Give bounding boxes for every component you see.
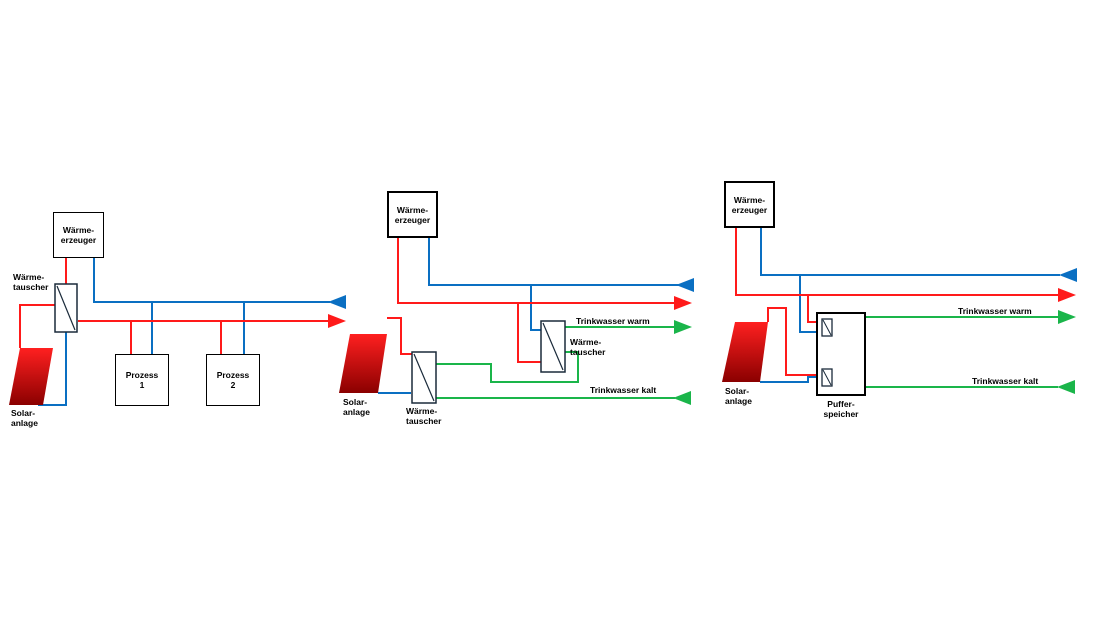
d3-heat-generator-label: Wärme- erzeuger — [731, 194, 768, 215]
d3-warm-water-arrow — [1058, 310, 1076, 324]
d2-heat-generator-box: Wärme- erzeuger — [387, 191, 438, 238]
d1-heat-generator-box: Wärme- erzeuger — [53, 212, 104, 258]
d1-hot-arrow — [328, 314, 346, 328]
d3-water-cold-label: Trinkwasser kalt — [972, 376, 1039, 386]
d2-cold-line — [378, 238, 680, 394]
d2-hot-line — [387, 238, 675, 363]
d1-heat-exchanger-diagonal — [56, 285, 76, 331]
d3-cold-arrow — [1059, 268, 1077, 282]
d2-water-cold-label: Trinkwasser kalt — [590, 385, 657, 395]
d3-buffer-exchanger-bottom-diagonal — [822, 369, 832, 386]
d1-process1-box: Prozess 1 — [115, 354, 169, 406]
d1-solar-panel — [9, 348, 53, 405]
d1-process1-label: Prozess 1 — [125, 370, 159, 390]
d2-solar-label: Solar- anlage — [343, 397, 370, 417]
d3-water-warm-label: Trinkwasser warm — [958, 306, 1032, 316]
d1-process2-box: Prozess 2 — [206, 354, 260, 406]
d2-water-line — [436, 326, 675, 399]
d2-water-warm-label: Trinkwasser warm — [576, 316, 650, 326]
d3-cold-water-arrow — [1057, 380, 1075, 394]
d3-cold-line — [760, 228, 1060, 383]
d3-hot-arrow — [1058, 288, 1076, 302]
d3-heat-generator-box: Wärme- erzeuger — [724, 181, 775, 228]
d3-hot-line — [735, 228, 1058, 376]
d2-solar-panel — [339, 334, 387, 393]
d2-heat-exchanger-top-diagonal — [542, 322, 564, 371]
d1-heat-generator-label: Wärme- erzeuger — [60, 225, 97, 245]
d1-heat-exchanger-label: Wärme- tauscher — [13, 272, 49, 292]
d2-hot-arrow — [674, 296, 692, 310]
d2-heat-generator-label: Wärme- erzeuger — [394, 204, 431, 225]
d2-heat-exchanger-top-label: Wärme- tauscher — [570, 337, 606, 357]
d3-buffer-label: Puffer- speicher — [823, 399, 859, 419]
diagram1-pipes — [9, 258, 346, 406]
d2-cold-water-arrow — [673, 391, 691, 405]
d1-solar-label: Solar- anlage — [11, 408, 38, 428]
d3-solar-label: Solar- anlage — [725, 386, 752, 406]
d2-heat-exchanger-bottom-diagonal — [413, 353, 435, 402]
d1-process2-label: Prozess 2 — [216, 370, 250, 390]
diagram2-pipes — [339, 238, 694, 405]
d1-cold-line — [38, 258, 330, 406]
d3-water-line — [865, 316, 1058, 388]
d2-cold-arrow — [676, 278, 694, 292]
d2-warm-water-arrow — [674, 320, 692, 334]
diagram3-pipes — [722, 228, 1077, 396]
d1-hot-line — [19, 258, 330, 354]
d2-heat-exchanger-bottom-label: Wärme- tauscher — [406, 406, 442, 426]
d3-solar-panel — [722, 322, 768, 382]
d3-buffer-exchanger-top-diagonal — [822, 319, 832, 336]
d1-cold-arrow — [328, 295, 346, 309]
